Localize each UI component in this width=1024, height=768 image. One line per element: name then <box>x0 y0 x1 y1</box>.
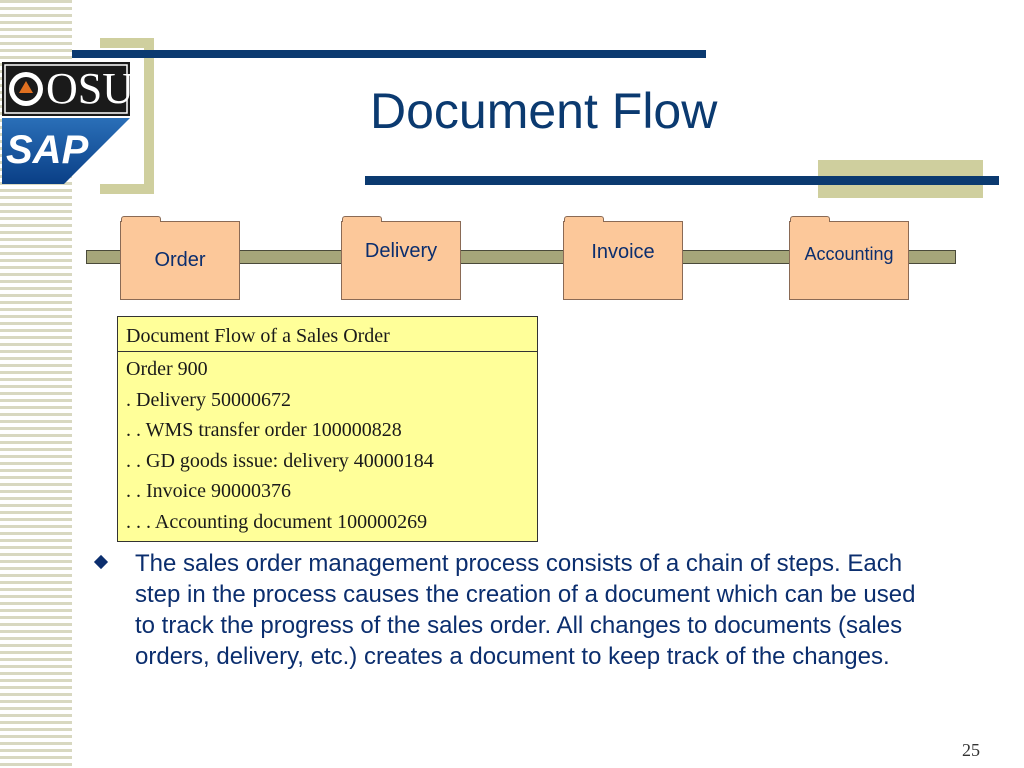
title-top-rule <box>72 50 706 58</box>
step-delivery-label: Delivery <box>364 240 438 262</box>
step-delivery-folder: Delivery <box>341 216 461 300</box>
document-flow-line: . . WMS transfer order 100000828 <box>126 419 402 441</box>
document-flow-line: Order 900 <box>126 358 208 380</box>
step-invoice-label: Invoice <box>591 241 655 263</box>
slide-title: Document Flow <box>370 83 718 139</box>
step-order-label: Order <box>154 249 206 271</box>
step-accounting-label: Accounting <box>804 244 894 264</box>
osu-logo-graphic <box>2 62 130 116</box>
bullet-text: The sales order management process consi… <box>135 550 916 670</box>
osu-logo-text: OSU <box>46 64 135 113</box>
document-flow-header: Document Flow of a Sales Order <box>118 317 537 352</box>
diamond-bullet-icon <box>93 554 109 570</box>
document-flow-line: . Delivery 50000672 <box>126 388 291 411</box>
step-order-folder: Order <box>120 216 240 300</box>
document-flow-list: Order 900 . Delivery 50000672 . . WMS tr… <box>118 352 537 538</box>
process-pipeline-bar <box>86 250 956 264</box>
logo-bracket-decoration <box>100 38 154 194</box>
document-flow-line: . . . Accounting document 100000269 <box>126 510 428 533</box>
document-flow-line: . . GD goods issue: delivery 40000184 <box>126 449 434 472</box>
sap-logo-text: SAP <box>6 128 89 172</box>
title-bottom-rule <box>365 176 999 185</box>
document-flow-box: Document Flow of a Sales Order Order 900… <box>117 316 538 542</box>
page-number: 25 <box>962 740 980 760</box>
document-flow-line: . . Invoice 90000376 <box>126 480 291 502</box>
sap-logo: SAP <box>2 118 130 184</box>
sap-logo-graphic <box>2 118 130 184</box>
step-invoice-folder: Invoice <box>563 216 683 300</box>
step-accounting-folder: Accounting <box>789 216 909 300</box>
osu-logo: OSU <box>2 62 134 116</box>
